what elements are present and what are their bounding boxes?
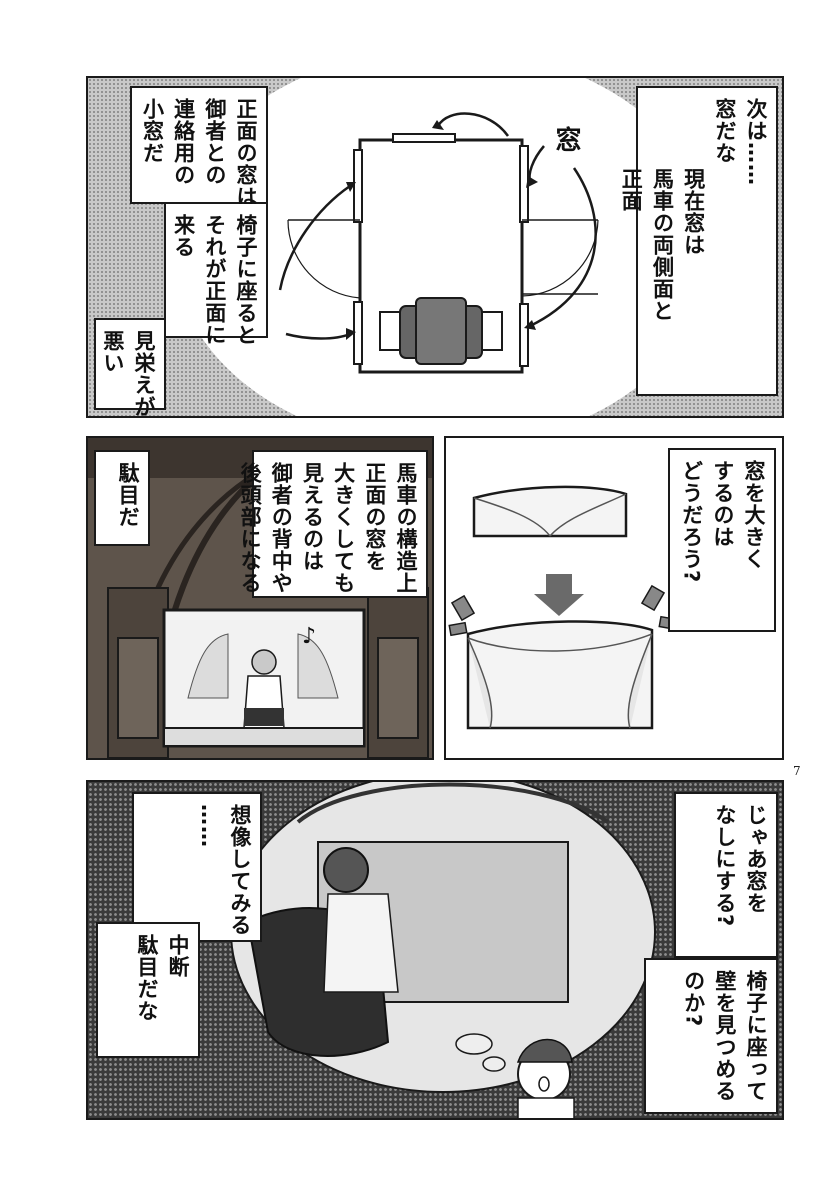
text-line: 大きくしても: [331, 462, 356, 594]
text-line: 見えるのは: [300, 462, 325, 572]
text-line: どうだろう?: [679, 460, 704, 584]
text-line: のか?: [681, 970, 706, 1028]
speech-box-seat-faces-front: 椅子に座ると それが正面に 来る: [164, 204, 268, 346]
text-line: 窓だな: [712, 98, 737, 164]
text-line: なしにする?: [712, 804, 737, 928]
speech-box-structure: 馬車の構造上 正面の窓を 大きくしても 見えるのは 御者の背中や 後頭部になる: [238, 450, 428, 598]
text-line: 小窓だ: [140, 98, 165, 164]
text-line: 駄目だ: [116, 462, 140, 528]
speech-box-no-good: 駄目だ: [94, 450, 150, 546]
text-line: 見栄えが: [132, 330, 156, 418]
text-line: 馬車の構造上: [394, 462, 418, 594]
speech-box-no-window: じゃあ窓を なしにする?: [674, 792, 778, 958]
text-line: 窓を大きく: [742, 460, 766, 570]
text-line: 中断: [166, 934, 190, 978]
text-line: 悪い: [100, 330, 125, 374]
window-curtain-drawing: [448, 485, 678, 730]
text-line: 正面: [619, 168, 644, 212]
page-number: 7: [793, 764, 801, 778]
text-line: 椅子に座ると: [234, 214, 258, 346]
text-line: 椅子に座って: [744, 970, 768, 1102]
text-line: 御者との: [202, 98, 227, 186]
text-line: 現在窓は: [681, 168, 706, 256]
panel-no-window: じゃあ窓を なしにする? 椅子に座って 壁を見つめる のか? 想像してみる ………: [86, 780, 784, 1120]
text-line: 来る: [171, 214, 196, 258]
text-line: ……: [196, 804, 221, 848]
carriage-floor-plan-drawing: [173, 78, 713, 416]
text-line: それが正面に: [202, 214, 227, 346]
speech-box-stare-at-wall: 椅子に座って 壁を見つめる のか?: [644, 958, 778, 1114]
text-line: するのは: [710, 460, 735, 548]
text-line: 想像してみる: [228, 804, 252, 936]
text-line: 連絡用の: [171, 98, 196, 186]
panel-driver-view: ♪ 馬車の構造上 正面の窓を 大きくしても 見えるのは 御者の背中や 後頭部にな…: [86, 436, 434, 760]
text-line: 正面の窓は: [234, 98, 258, 208]
window-label-right: 窓: [551, 126, 581, 152]
text-line: じゃあ窓を: [744, 804, 768, 914]
text-line: 駄目だな: [134, 934, 159, 1022]
speech-box-next-is-windows: 次は…… 窓だな 現在窓は 馬車の両側面と 正面: [619, 86, 778, 396]
text-line: 馬車の両側面と: [650, 168, 675, 322]
speech-box-imagine: 想像してみる ……: [132, 792, 262, 942]
music-note: ♪: [302, 624, 317, 649]
text-line: 正面の窓を: [362, 462, 387, 572]
text-line: 次は……: [744, 98, 768, 186]
panel-floor-plan: 窓 窓 次は…… 窓だな 現在窓は 馬車の両側面と 正面 正面の窓は 御者との …: [86, 76, 784, 418]
speech-box-looks-bad: 見栄えが 悪い: [94, 318, 166, 416]
speech-box-abort: 中断 駄目だな: [96, 922, 200, 1058]
panel-bigger-window: 窓を大きく するのは どうだろう?: [444, 436, 784, 760]
text-line: 後頭部になる: [238, 462, 263, 594]
imagination-bubble-drawing: [230, 782, 656, 1118]
text-line: 壁を見つめる: [712, 970, 737, 1102]
speech-box-make-window-bigger: 窓を大きく するのは どうだろう?: [668, 448, 776, 632]
speech-box-front-window: 正面の窓は 御者との 連絡用の 小窓だ: [130, 86, 268, 208]
text-line: 御者の背中や: [269, 462, 294, 594]
